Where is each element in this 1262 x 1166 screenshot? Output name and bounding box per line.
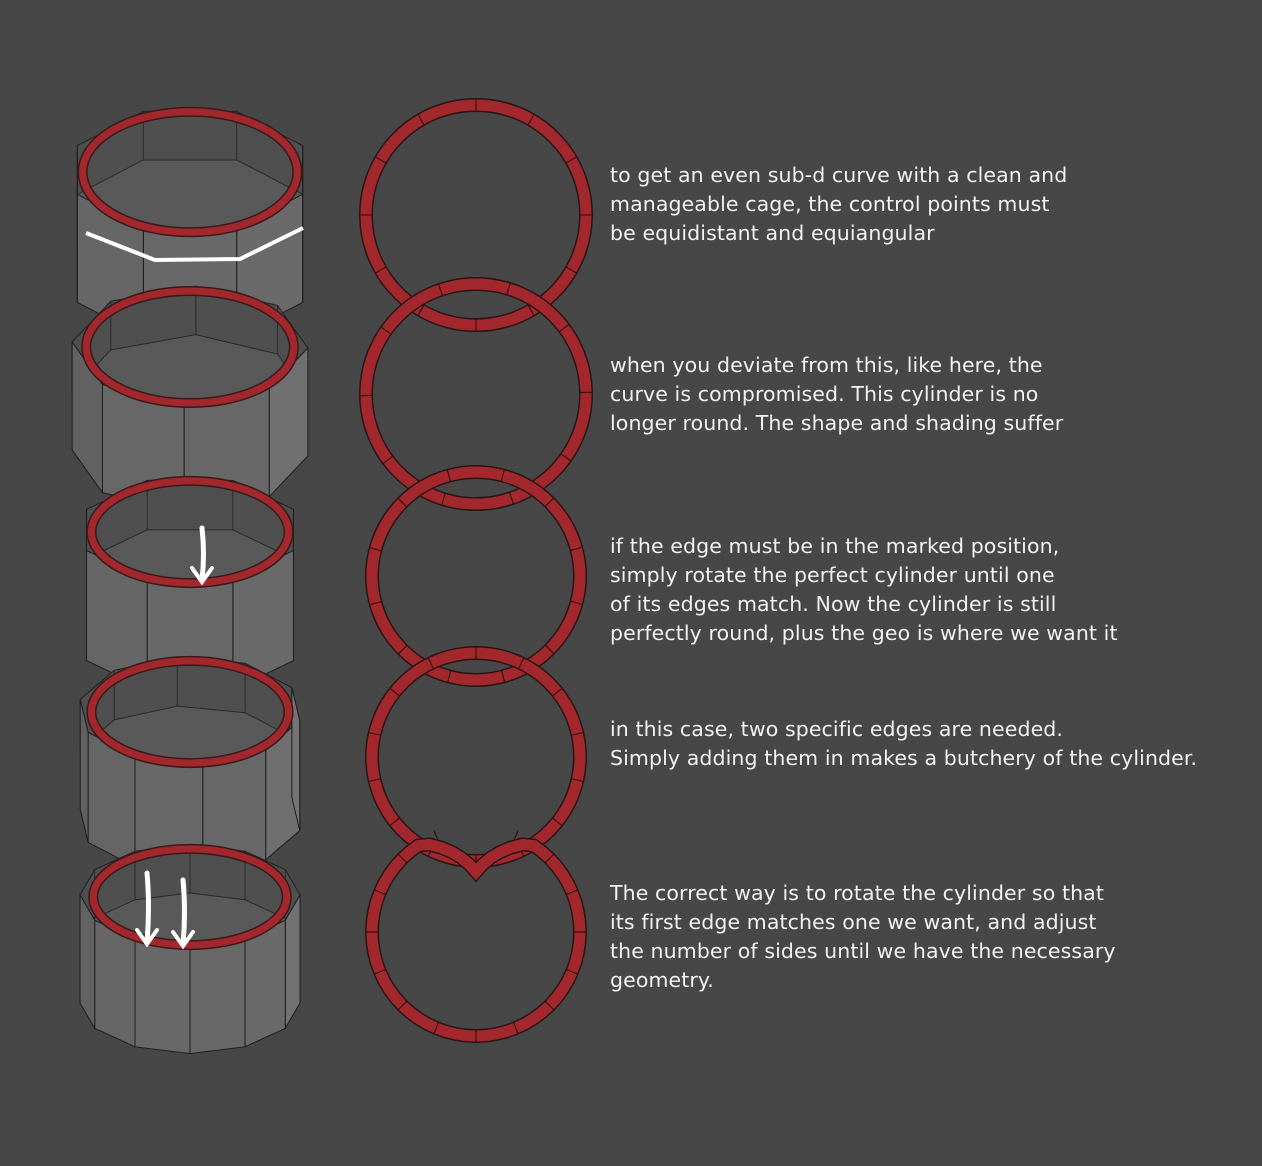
note-line: simply rotate the perfect cylinder until… <box>610 563 1055 587</box>
control-point-tick <box>571 778 584 783</box>
control-point-tick <box>500 670 506 683</box>
control-point-tick <box>566 968 578 975</box>
curve-ring <box>366 838 586 1042</box>
cylinder-ring <box>87 657 293 767</box>
control-point-tick <box>446 469 452 482</box>
note-3: if the edge must be in the marked positi… <box>610 532 1118 648</box>
arrow-down-icon <box>180 877 187 947</box>
control-point-tick <box>566 889 578 896</box>
note-line: of its edges match. Now the cylinder is … <box>610 592 1057 616</box>
cylinder-face <box>134 938 191 1055</box>
control-point-tick <box>369 547 382 552</box>
control-point-tick <box>427 657 435 669</box>
note-line: curve is compromised. This cylinder is n… <box>610 382 1039 406</box>
control-point-tick <box>570 600 583 605</box>
control-point-tick <box>380 326 392 335</box>
note-line: in this case, two specific edges are nee… <box>610 717 1064 741</box>
control-point-tick <box>527 304 535 316</box>
control-point-tick <box>508 492 514 504</box>
control-point-tick <box>441 493 446 505</box>
control-point-tick <box>552 817 563 827</box>
control-point-tick <box>433 1022 440 1034</box>
arrow-down-icon-head <box>190 566 214 586</box>
control-point-tick <box>560 453 572 462</box>
control-point-tick <box>571 731 584 736</box>
control-point-tick <box>397 497 408 508</box>
control-point-tick <box>389 687 400 697</box>
cylinder-face <box>79 893 96 1031</box>
note-2: when you deviate from this, like here, t… <box>610 351 1063 438</box>
cylinder-ring <box>89 845 291 949</box>
note-line: to get an even sub-d curve with a clean … <box>610 163 1068 187</box>
cylinder-face <box>189 938 246 1055</box>
cylinder-face <box>79 699 89 843</box>
note-4: in this case, two specific edges are nee… <box>610 715 1197 773</box>
note-line: be equidistant and equiangular <box>610 221 935 245</box>
note-line: longer round. The shape and shading suff… <box>610 411 1064 435</box>
note-line: The correct way is to rotate the cylinde… <box>610 881 1104 905</box>
note-line: if the edge must be in the marked positi… <box>610 534 1060 558</box>
curve-ring <box>360 99 592 331</box>
control-point-tick <box>382 455 394 464</box>
control-point-tick <box>506 283 511 295</box>
control-point-tick <box>544 1000 555 1011</box>
control-point-tick <box>570 546 583 552</box>
note-5: The correct way is to rotate the cylinde… <box>610 879 1116 995</box>
note-line: manageable cage, the control points must <box>610 192 1050 216</box>
control-point-tick <box>438 284 444 296</box>
note-line: the number of sides until we have the ne… <box>610 939 1116 963</box>
note-line: geometry. <box>610 968 714 992</box>
control-point-tick <box>447 670 452 683</box>
control-point-tick <box>565 156 577 164</box>
note-line: its first edge matches one we want, and … <box>610 910 1097 934</box>
cylinder-ring <box>82 287 298 407</box>
control-point-tick <box>552 687 563 697</box>
note-line: Simply adding them in makes a butchery o… <box>610 746 1198 770</box>
note-line: perfectly round, plus the geo is where w… <box>610 621 1118 645</box>
control-point-tick <box>417 304 425 316</box>
note-line: when you deviate from this, like here, t… <box>610 353 1043 377</box>
control-point-tick <box>517 657 525 669</box>
control-point-tick <box>374 889 386 896</box>
arrow-down-icon <box>144 870 151 945</box>
control-point-tick <box>375 266 387 274</box>
control-point-tick <box>433 830 440 842</box>
control-point-tick <box>544 497 555 508</box>
control-point-tick <box>565 266 577 274</box>
control-point-tick <box>544 644 555 655</box>
control-point-tick <box>512 1022 519 1034</box>
cylinder-ring <box>79 108 301 236</box>
marked-edge-line <box>85 226 304 263</box>
arrow-down-icon-head <box>135 928 159 948</box>
control-point-tick <box>527 114 535 126</box>
control-point-tick <box>397 853 408 864</box>
control-point-tick <box>558 324 570 333</box>
cylinder-ring <box>87 477 293 587</box>
arrow-down-icon-head <box>171 930 195 950</box>
control-point-tick <box>368 778 381 783</box>
control-point-tick <box>369 600 382 606</box>
cylinder-face <box>291 687 301 831</box>
control-point-tick <box>397 644 408 655</box>
control-point-tick <box>397 1000 408 1011</box>
control-point-tick <box>512 830 519 842</box>
arrow-down-icon <box>199 525 206 583</box>
control-point-tick <box>544 853 555 864</box>
control-point-tick <box>374 968 386 975</box>
note-1: to get an even sub-d curve with a clean … <box>610 161 1067 248</box>
control-point-tick <box>368 731 381 736</box>
control-point-tick <box>417 114 425 126</box>
cylinder-face <box>71 340 103 495</box>
control-point-tick <box>375 156 387 164</box>
control-point-tick <box>500 469 505 482</box>
control-point-tick <box>389 817 400 827</box>
